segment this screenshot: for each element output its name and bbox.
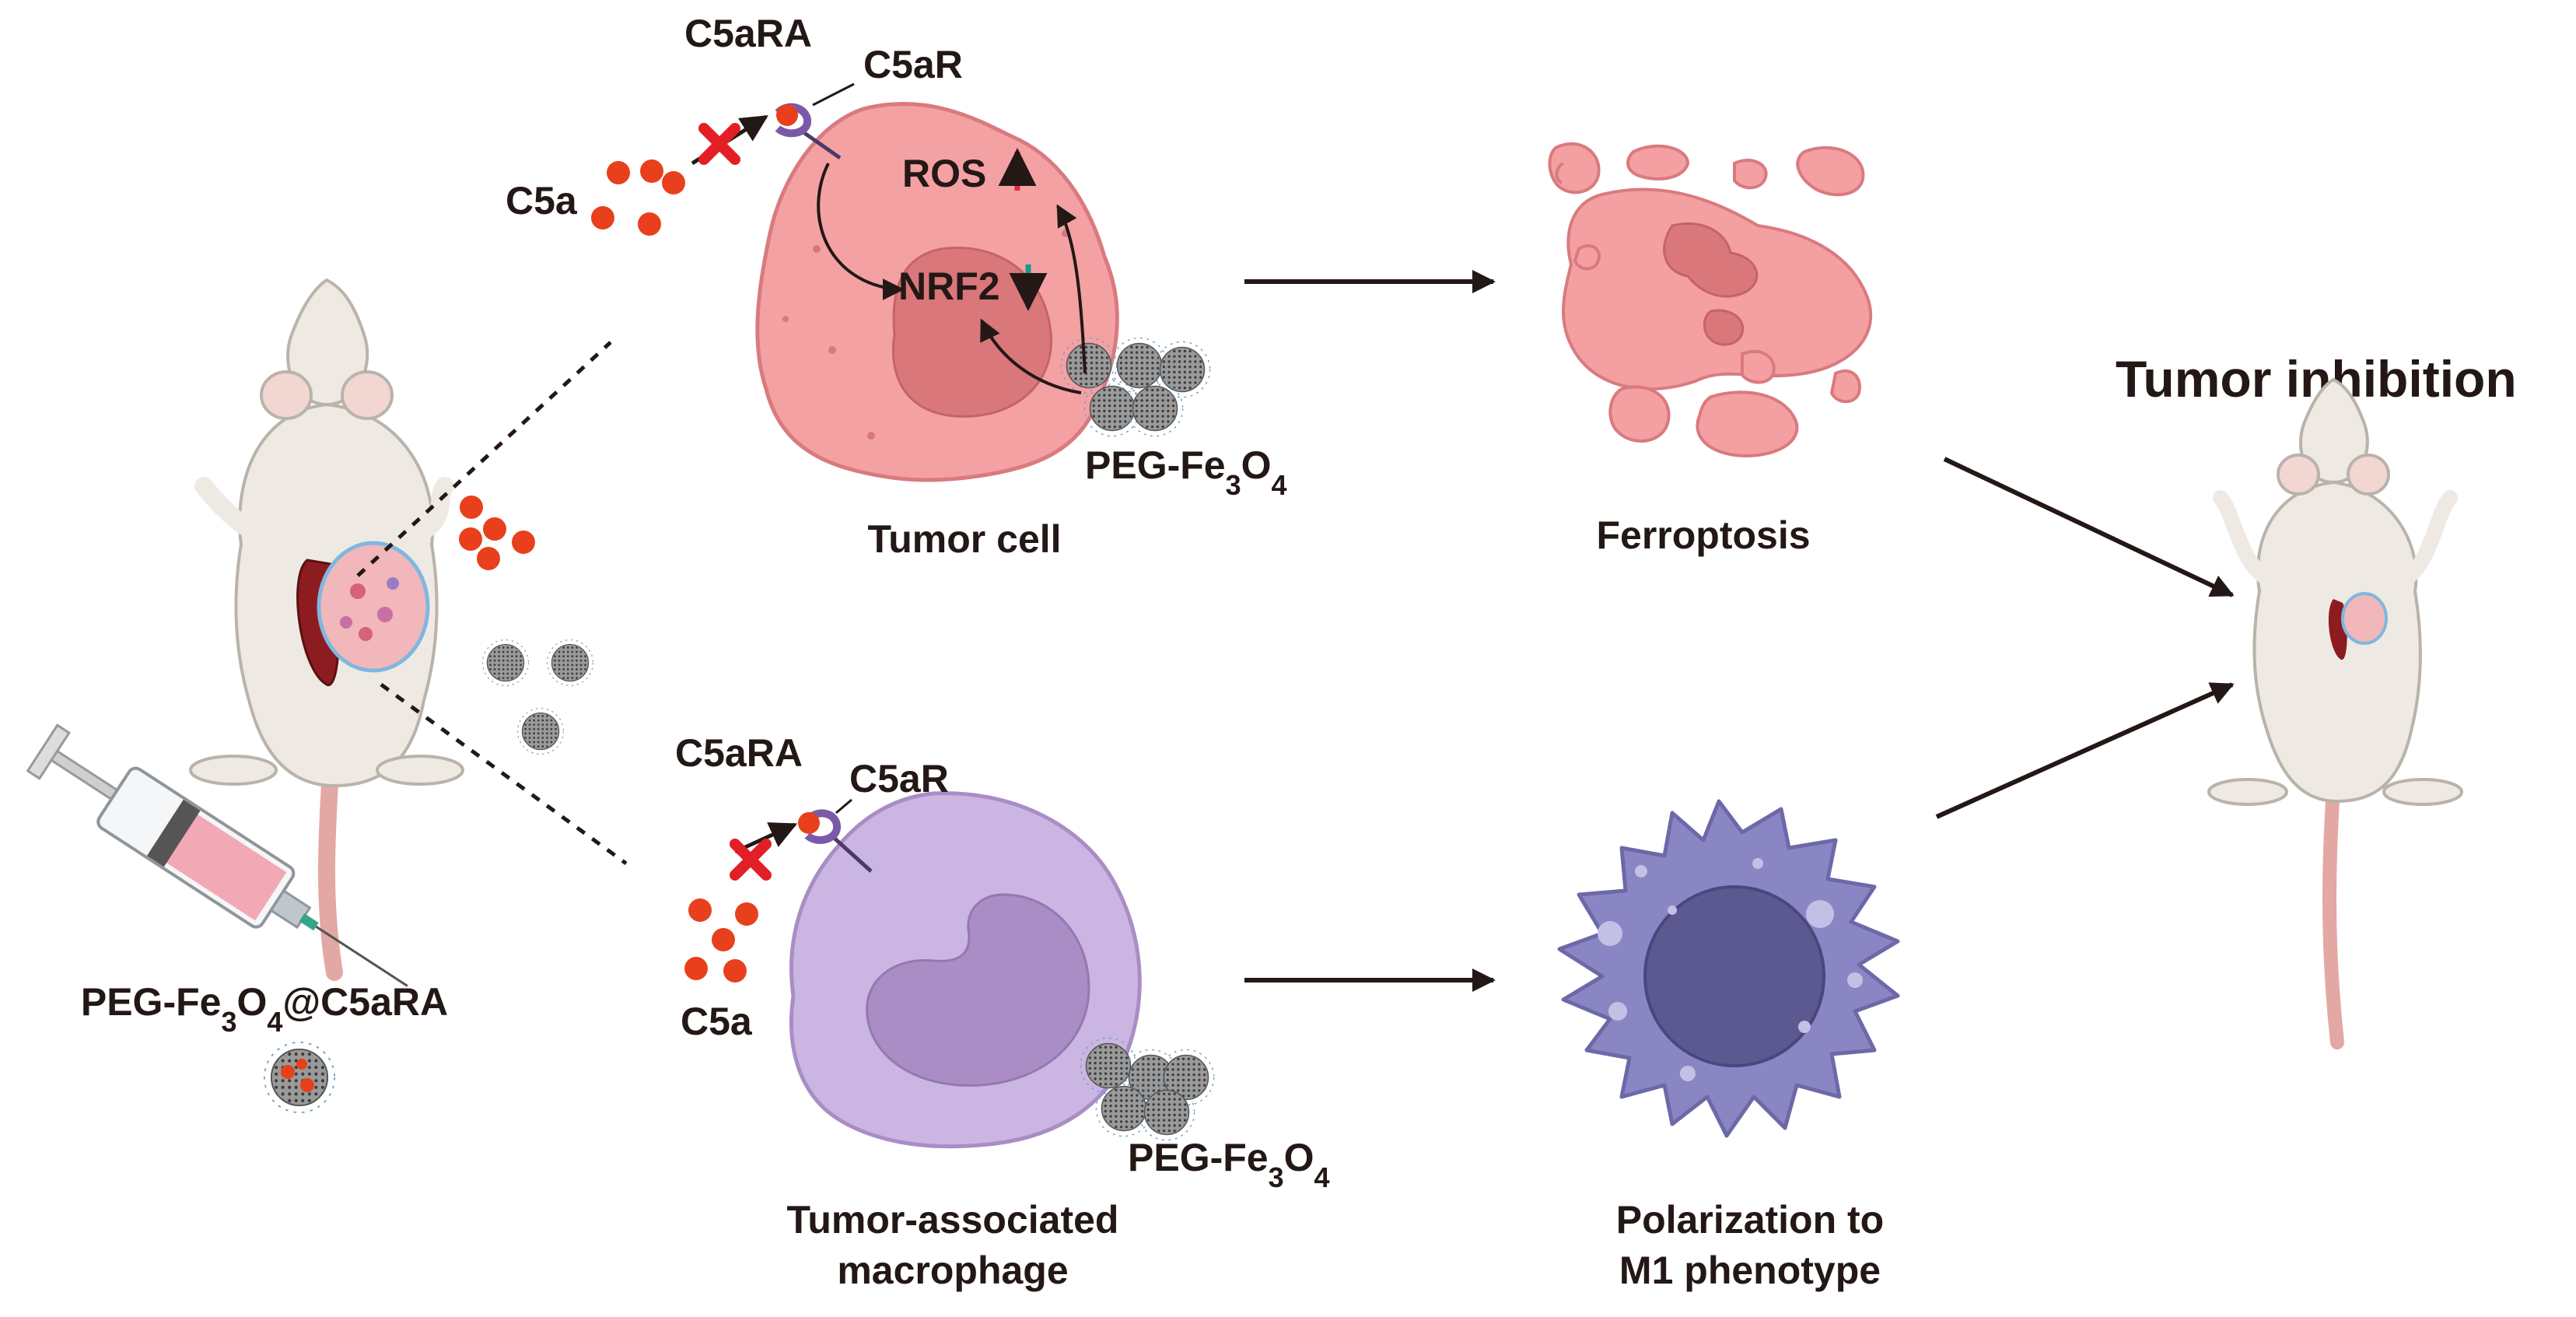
mouse-icon <box>2207 377 2463 1049</box>
arrow-m1-to-inhibition <box>1935 682 2235 819</box>
receptor-icon <box>775 103 842 160</box>
c5a-top-label: C5a <box>506 179 578 222</box>
c5ar-bottom-label: C5aR <box>849 757 949 800</box>
c5ara-bottom-label: C5aRA <box>675 731 803 775</box>
arrow-ferroptosis-to-inhibition <box>1943 457 2235 597</box>
c5a-bottom-label: C5a <box>681 1000 753 1043</box>
c5a-dots-top <box>591 159 685 236</box>
syringe-icon <box>26 723 408 987</box>
ferroptosis-cell-icon <box>1548 142 1873 457</box>
tumor-icon <box>317 541 430 673</box>
receptor-icon <box>798 809 873 873</box>
peg-fe3o4-top-label: PEG-Fe3O4 <box>1085 443 1287 501</box>
inhibit-cross-icon <box>730 839 772 881</box>
c5a-dots-left <box>459 496 535 570</box>
nanoparticle-icon <box>263 1041 336 1114</box>
dashed-connector-bottom <box>380 682 628 866</box>
dashed-connector-top <box>356 341 612 577</box>
nanoparticle-icon <box>481 639 594 755</box>
c5ara-top-label: C5aRA <box>684 12 812 55</box>
peg-fe3o4-bottom-label: PEG-Fe3O4 <box>1128 1136 1330 1193</box>
c5ar-top-label: C5aR <box>863 43 963 86</box>
m1-vesicles <box>1598 858 1863 1081</box>
macrophage-nucleus <box>866 893 1090 1087</box>
polarization-label-line1: Polarization to <box>1616 1198 1884 1242</box>
inhibit-cross-icon <box>698 123 740 165</box>
ferroptosis-label: Ferroptosis <box>1596 513 1810 557</box>
nrf2-label: NRF2 <box>898 264 1000 308</box>
signal-arrow-np-nrf2 <box>980 318 1082 394</box>
c5a-dots-bottom <box>684 898 758 982</box>
injection-label: PEG-Fe3O4@C5aRA <box>81 980 448 1038</box>
tumor-cell-label: Tumor cell <box>867 517 1061 561</box>
polarization-label-line2: M1 phenotype <box>1619 1249 1881 1292</box>
signal-arrow-np-ros <box>1056 204 1087 374</box>
tam-label-line2: macrophage <box>837 1249 1068 1292</box>
ros-label: ROS <box>902 152 986 195</box>
tam-label-line1: Tumor-associated <box>787 1198 1119 1242</box>
signal-arrow-c5ar-nrf2 <box>817 163 905 300</box>
m1-nucleus <box>1643 885 1825 1067</box>
ferroptosis-nucleus <box>1663 222 1759 346</box>
